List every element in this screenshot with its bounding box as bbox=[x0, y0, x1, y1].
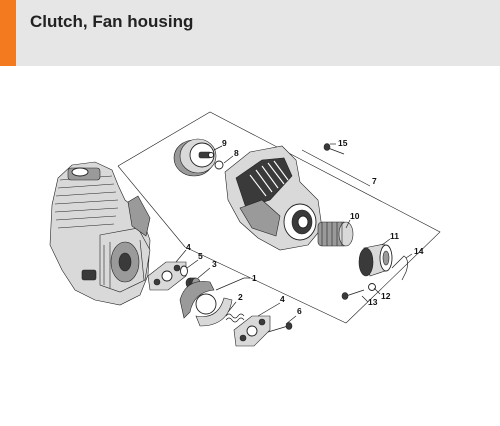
washer-5-illustration bbox=[180, 265, 188, 277]
sleeve-illustration bbox=[358, 243, 393, 277]
leader-lines bbox=[175, 143, 413, 325]
part-label-13: 13 bbox=[368, 297, 378, 307]
part-label-2: 2 bbox=[238, 292, 243, 302]
assembly-group-outline bbox=[117, 111, 441, 324]
part-label-10: 10 bbox=[350, 211, 360, 221]
spring-illustration bbox=[225, 313, 245, 323]
part-label-11: 11 bbox=[390, 231, 399, 241]
part-label-6: 6 bbox=[297, 306, 302, 316]
page-title: Clutch, Fan housing bbox=[30, 12, 194, 31]
screw-6-illustration bbox=[267, 322, 293, 333]
screw-13-illustration bbox=[341, 289, 365, 300]
screw-15-illustration bbox=[323, 143, 345, 155]
part-label-3: 3 bbox=[212, 259, 217, 269]
fan-housing-illustration bbox=[224, 145, 323, 251]
part-label-15: 15 bbox=[338, 138, 348, 148]
part-label-7: 7 bbox=[372, 176, 377, 186]
part-label-5: 5 bbox=[198, 251, 203, 261]
spring-clip-illustration bbox=[391, 255, 408, 281]
part-label-8: 8 bbox=[234, 148, 239, 158]
clutch-shoes-illustration bbox=[179, 281, 233, 327]
part-label-1: 1 bbox=[252, 273, 257, 283]
carrier-plate-left-illustration bbox=[147, 261, 187, 291]
engine-block-illustration bbox=[49, 161, 151, 306]
header-bar: Clutch, Fan housing bbox=[0, 0, 500, 66]
carrier-plate-right-illustration bbox=[233, 315, 271, 347]
header-accent-stripe bbox=[0, 0, 16, 66]
clutch-drum-illustration bbox=[173, 138, 217, 177]
part-label-4-right: 4 bbox=[280, 294, 285, 304]
part-label-12: 12 bbox=[381, 291, 391, 301]
part-label-14: 14 bbox=[414, 246, 424, 256]
part-label-4-left: 4 bbox=[186, 242, 191, 252]
gear-illustration bbox=[317, 221, 354, 247]
part-label-9: 9 bbox=[222, 138, 227, 148]
small-washer-illustration bbox=[368, 283, 376, 291]
washer-illustration bbox=[214, 160, 224, 170]
